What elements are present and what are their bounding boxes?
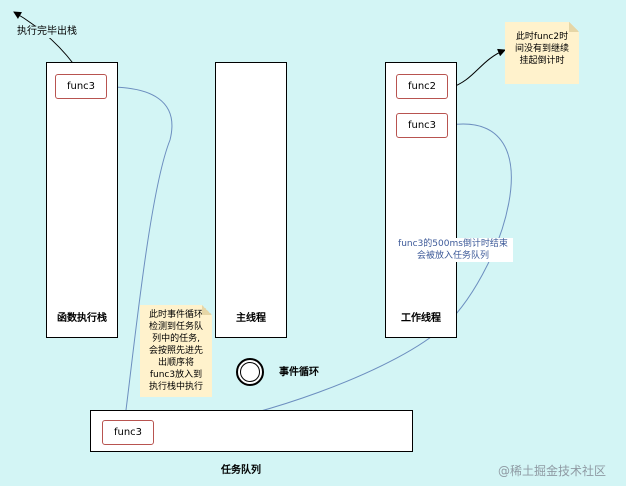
watermark: @稀土掘金技术社区 (498, 464, 607, 478)
edge-label-line: 会被放入任务队列 (416, 251, 489, 261)
task-queue-func3: func3 (102, 420, 154, 445)
worker-func3: func3 (396, 113, 448, 138)
worker-thread-label: 工作线程 (401, 313, 441, 324)
main-thread-label: 主线程 (236, 313, 266, 324)
note-fold-icon (202, 305, 212, 315)
func2-note-line: 间没有到继续 (514, 44, 569, 54)
worker-thread-column: 工作线程 (385, 62, 457, 338)
func2-note: 此时func2时 间没有到继续 挂起倒计时 (505, 22, 579, 84)
event-loop-note-line: 执行栈中执行 (148, 382, 203, 392)
edge-label-line: func3的500ms倒计时结束 (398, 239, 508, 249)
worker-func2: func2 (396, 74, 448, 99)
event-loop-note: 此时事件循环 检测到任务队 列中的任务, 会按照先进先 出顺序将 func3放入… (140, 305, 212, 397)
event-loop-circle-icon (236, 358, 264, 386)
pop-label: 执行完毕出栈 (16, 26, 78, 38)
worker-to-queue-arrow (159, 123, 512, 436)
event-loop-note-line: 列中的任务, (152, 334, 200, 344)
func2-note-arrow (449, 48, 506, 89)
event-loop-note-line: func3放入到 (149, 370, 203, 380)
event-loop-label: 事件循环 (279, 367, 319, 378)
event-loop-note-line: 会按照先进先 (148, 346, 203, 356)
main-thread-column: 主线程 (215, 62, 287, 338)
call-stack-column: 函数执行栈 (46, 62, 118, 338)
func2-note-line: 挂起倒计时 (519, 56, 565, 66)
call-stack-label: 函数执行栈 (57, 313, 107, 324)
queue-to-stack-arrow (107, 83, 173, 419)
task-queue-label: 任务队列 (221, 465, 261, 476)
event-loop-note-line: 此时事件循环 (148, 310, 203, 320)
event-loop-note-line: 出顺序将 (157, 358, 194, 368)
func2-note-line: 此时func2时 (515, 32, 569, 42)
call-stack-func3: func3 (55, 74, 107, 99)
edge-label: func3的500ms倒计时结束 会被放入任务队列 (393, 238, 513, 262)
note-fold-icon (569, 22, 579, 32)
event-loop-note-line: 检测到任务队 (148, 322, 203, 332)
